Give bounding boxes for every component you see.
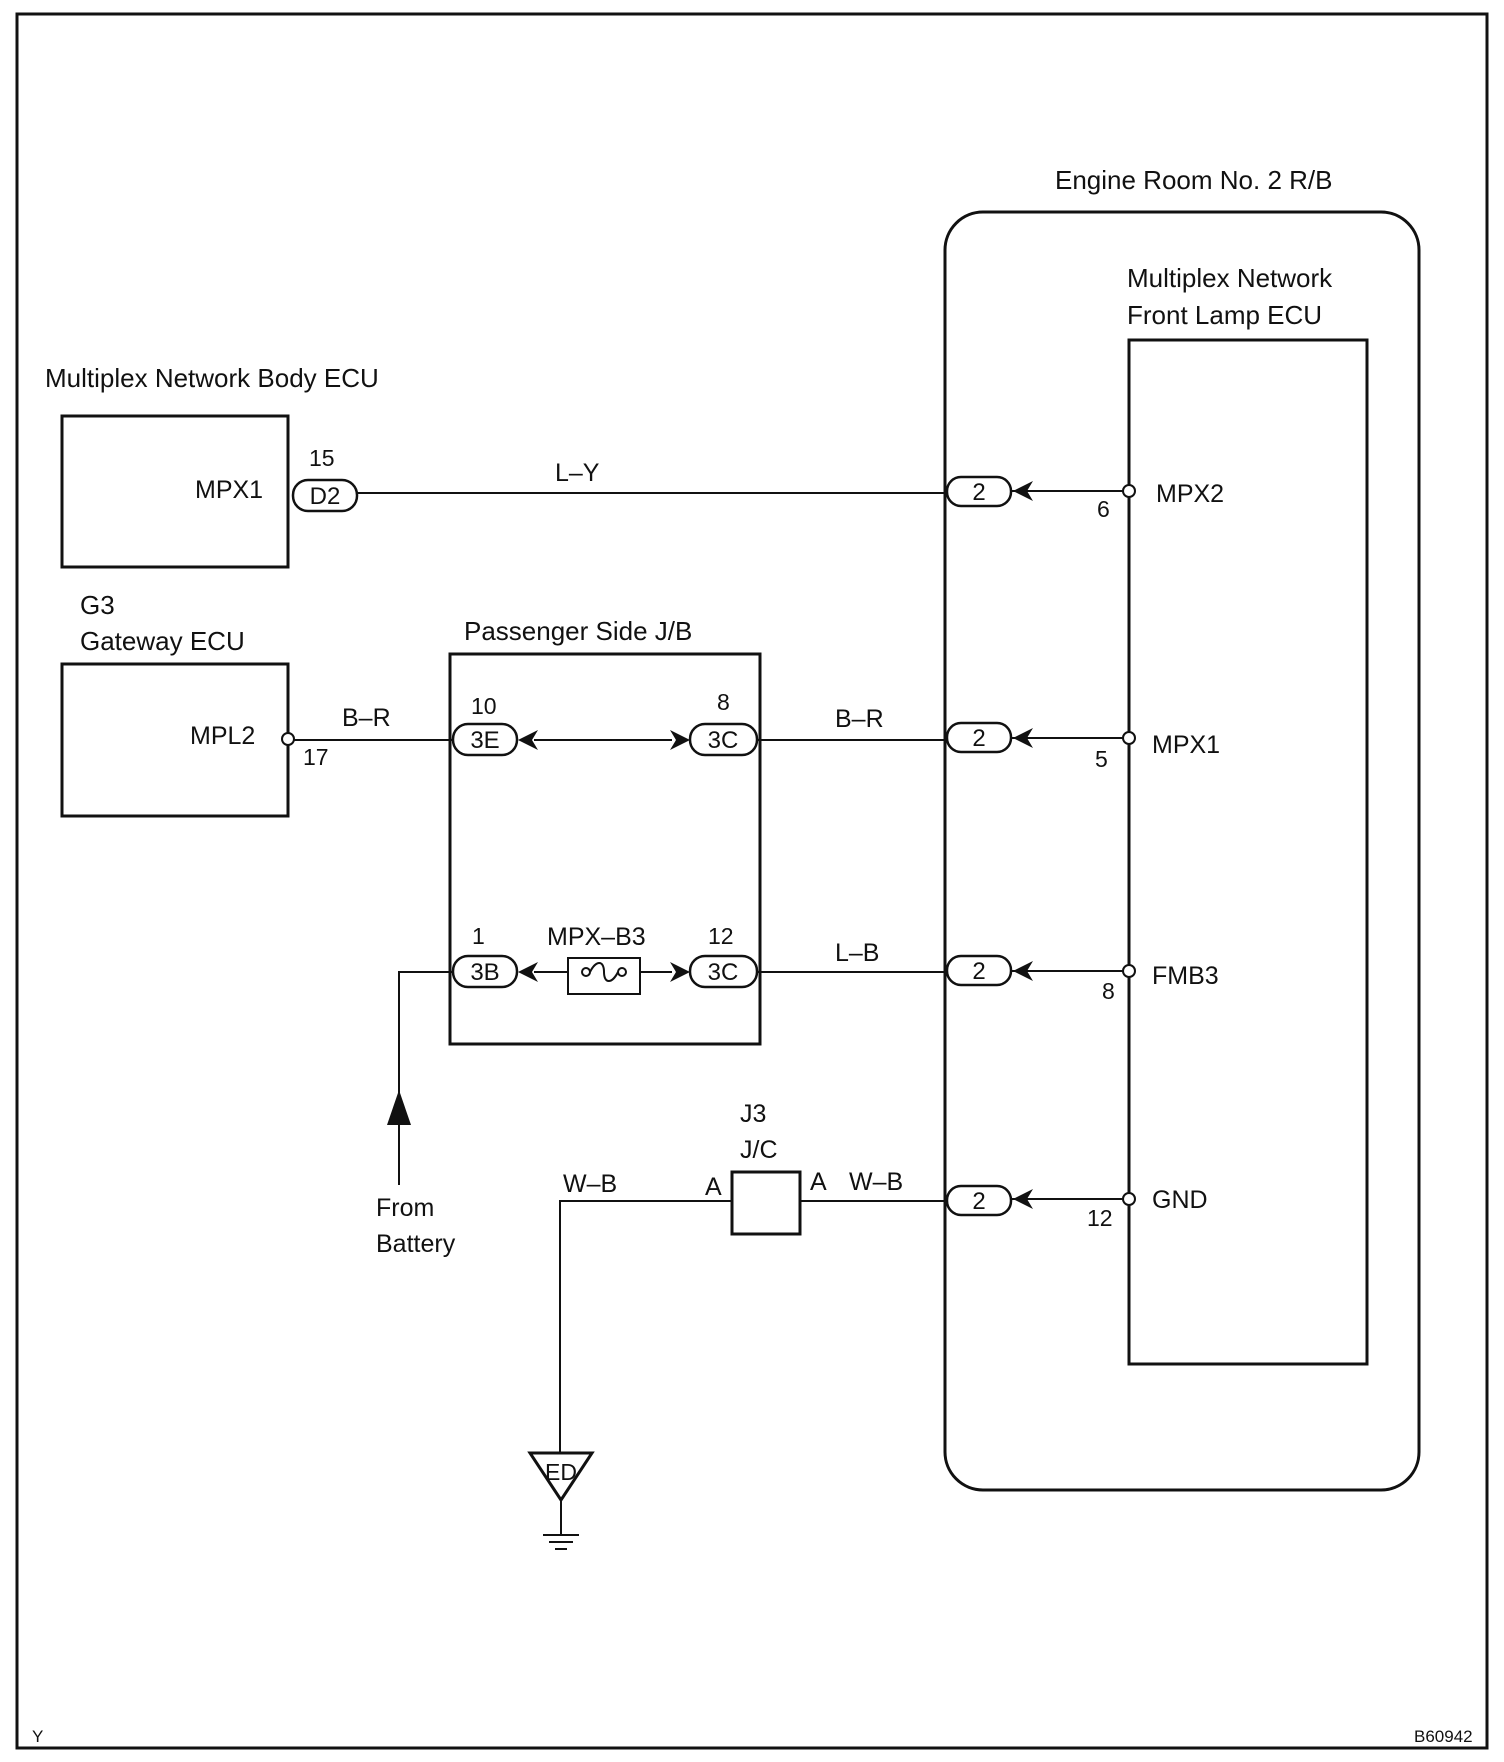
connector-3c-bottom-label: 3C <box>708 959 739 986</box>
ground-triangle-icon <box>527 1451 595 1503</box>
battery-label-line2: Battery <box>376 1230 456 1258</box>
body-ecu: Multiplex Network Body ECU MPX1 15 D2 <box>45 363 379 569</box>
battery-feed: From Battery <box>376 971 456 1258</box>
body-ecu-pin: 15 <box>309 445 335 471</box>
front-lamp-ecu-box <box>1127 338 1369 1366</box>
battery-arrow-icon <box>387 1090 411 1125</box>
jb-left-bottom-pin: 1 <box>472 923 485 949</box>
wire-l-y-label: L–Y <box>555 459 600 487</box>
battery-label-line1: From <box>376 1194 434 1222</box>
jb-left-top-pin: 10 <box>471 693 497 719</box>
body-ecu-box <box>60 414 290 569</box>
wire-b-r-in-label: B–R <box>342 704 391 732</box>
terminal-fmb3-pin: 8 <box>1102 978 1115 1004</box>
junction-pin-right: A <box>810 1168 827 1196</box>
connector-d2 <box>291 478 359 513</box>
connector-d2-label: D2 <box>310 483 341 510</box>
junction-box <box>730 1170 802 1236</box>
passenger-jb-label: Passenger Side J/B <box>464 616 692 646</box>
connector-2-fmb3-label: 2 <box>972 958 985 985</box>
fuse-mpx-b3-label: MPX–B3 <box>547 923 646 951</box>
jb-right-bottom-pin: 12 <box>708 923 734 949</box>
terminal-mpx2 <box>1122 484 1136 498</box>
diagram-frame <box>15 12 1489 1750</box>
jb-right-top-pin: 8 <box>717 689 730 715</box>
connector-3e-label: 3E <box>470 727 499 754</box>
connector-2-fmb3 <box>945 954 1013 987</box>
connector-2-gnd-label: 2 <box>972 1188 985 1215</box>
connector-3e <box>451 722 519 757</box>
engine-room-box <box>943 210 1421 1492</box>
junction-label: J/C <box>740 1136 778 1164</box>
footer-figure-id: B60942 <box>1414 1727 1473 1746</box>
gateway-ecu-label: Gateway ECU <box>80 626 245 656</box>
connector-3c-top-label: 3C <box>708 727 739 754</box>
terminal-mpx1-name: MPX1 <box>1152 731 1220 759</box>
terminal-mpx1 <box>1122 731 1136 745</box>
connector-2-mpx1-label: 2 <box>972 725 985 752</box>
engine-room-relay-block: Engine Room No. 2 R/B <box>943 165 1421 1492</box>
terminal-gnd <box>1122 1192 1136 1206</box>
terminal-mpx2-pin: 6 <box>1097 496 1110 522</box>
fuse-mpx-b3 <box>567 957 641 995</box>
engine-room-label: Engine Room No. 2 R/B <box>1055 165 1332 195</box>
gateway-ecu: G3 Gateway ECU MPL2 17 <box>60 590 329 818</box>
gateway-ecu-terminal: MPL2 <box>190 722 255 750</box>
connector-3b-label: 3B <box>470 959 499 986</box>
junction-pin-left: A <box>705 1173 722 1201</box>
passenger-junction-block: Passenger Side J/B 10 3E 8 3C 1 3B MPX–B… <box>448 616 762 1046</box>
front-lamp-ecu-label-line2: Front Lamp ECU <box>1127 300 1322 330</box>
terminal-mpx1-pin: 5 <box>1095 746 1108 772</box>
connector-2-mpx2-label: 2 <box>972 479 985 506</box>
passenger-jb-box <box>448 652 762 1046</box>
body-ecu-terminal: MPX1 <box>195 476 263 504</box>
wire-l-b-label: L–B <box>835 939 879 967</box>
gateway-ecu-code: G3 <box>80 590 115 620</box>
body-ecu-label: Multiplex Network Body ECU <box>45 363 379 393</box>
wire-w-b-left <box>559 1200 732 1453</box>
wire-w-b-right-label: W–B <box>849 1168 903 1196</box>
ground-point-ed: ED <box>527 1451 595 1550</box>
wire-b-r-out-label: B–R <box>835 705 884 733</box>
engine-room-connectors: 2 2 2 2 <box>945 475 1123 1217</box>
wire-w-b-left-label: W–B <box>563 1170 617 1198</box>
terminal-gnd-name: GND <box>1152 1186 1208 1214</box>
gateway-ecu-pin: 17 <box>303 744 329 770</box>
connector-2-mpx2 <box>945 475 1013 508</box>
junction-code: J3 <box>740 1100 766 1128</box>
gateway-ecu-terminal-point <box>281 732 295 746</box>
ground-label: ED <box>545 1459 577 1485</box>
terminal-fmb3 <box>1122 964 1136 978</box>
terminal-fmb3-name: FMB3 <box>1152 962 1219 990</box>
front-lamp-ecu: Multiplex Network Front Lamp ECU MPX2 6 … <box>1087 263 1369 1366</box>
junction-connector-j3: J3 J/C A A <box>705 1100 827 1236</box>
connector-2-mpx1 <box>945 721 1013 754</box>
footer-left-code: Y <box>32 1727 43 1746</box>
terminal-mpx2-name: MPX2 <box>1156 480 1224 508</box>
terminal-gnd-pin: 12 <box>1087 1205 1113 1231</box>
front-lamp-ecu-label-line1: Multiplex Network <box>1127 263 1333 293</box>
